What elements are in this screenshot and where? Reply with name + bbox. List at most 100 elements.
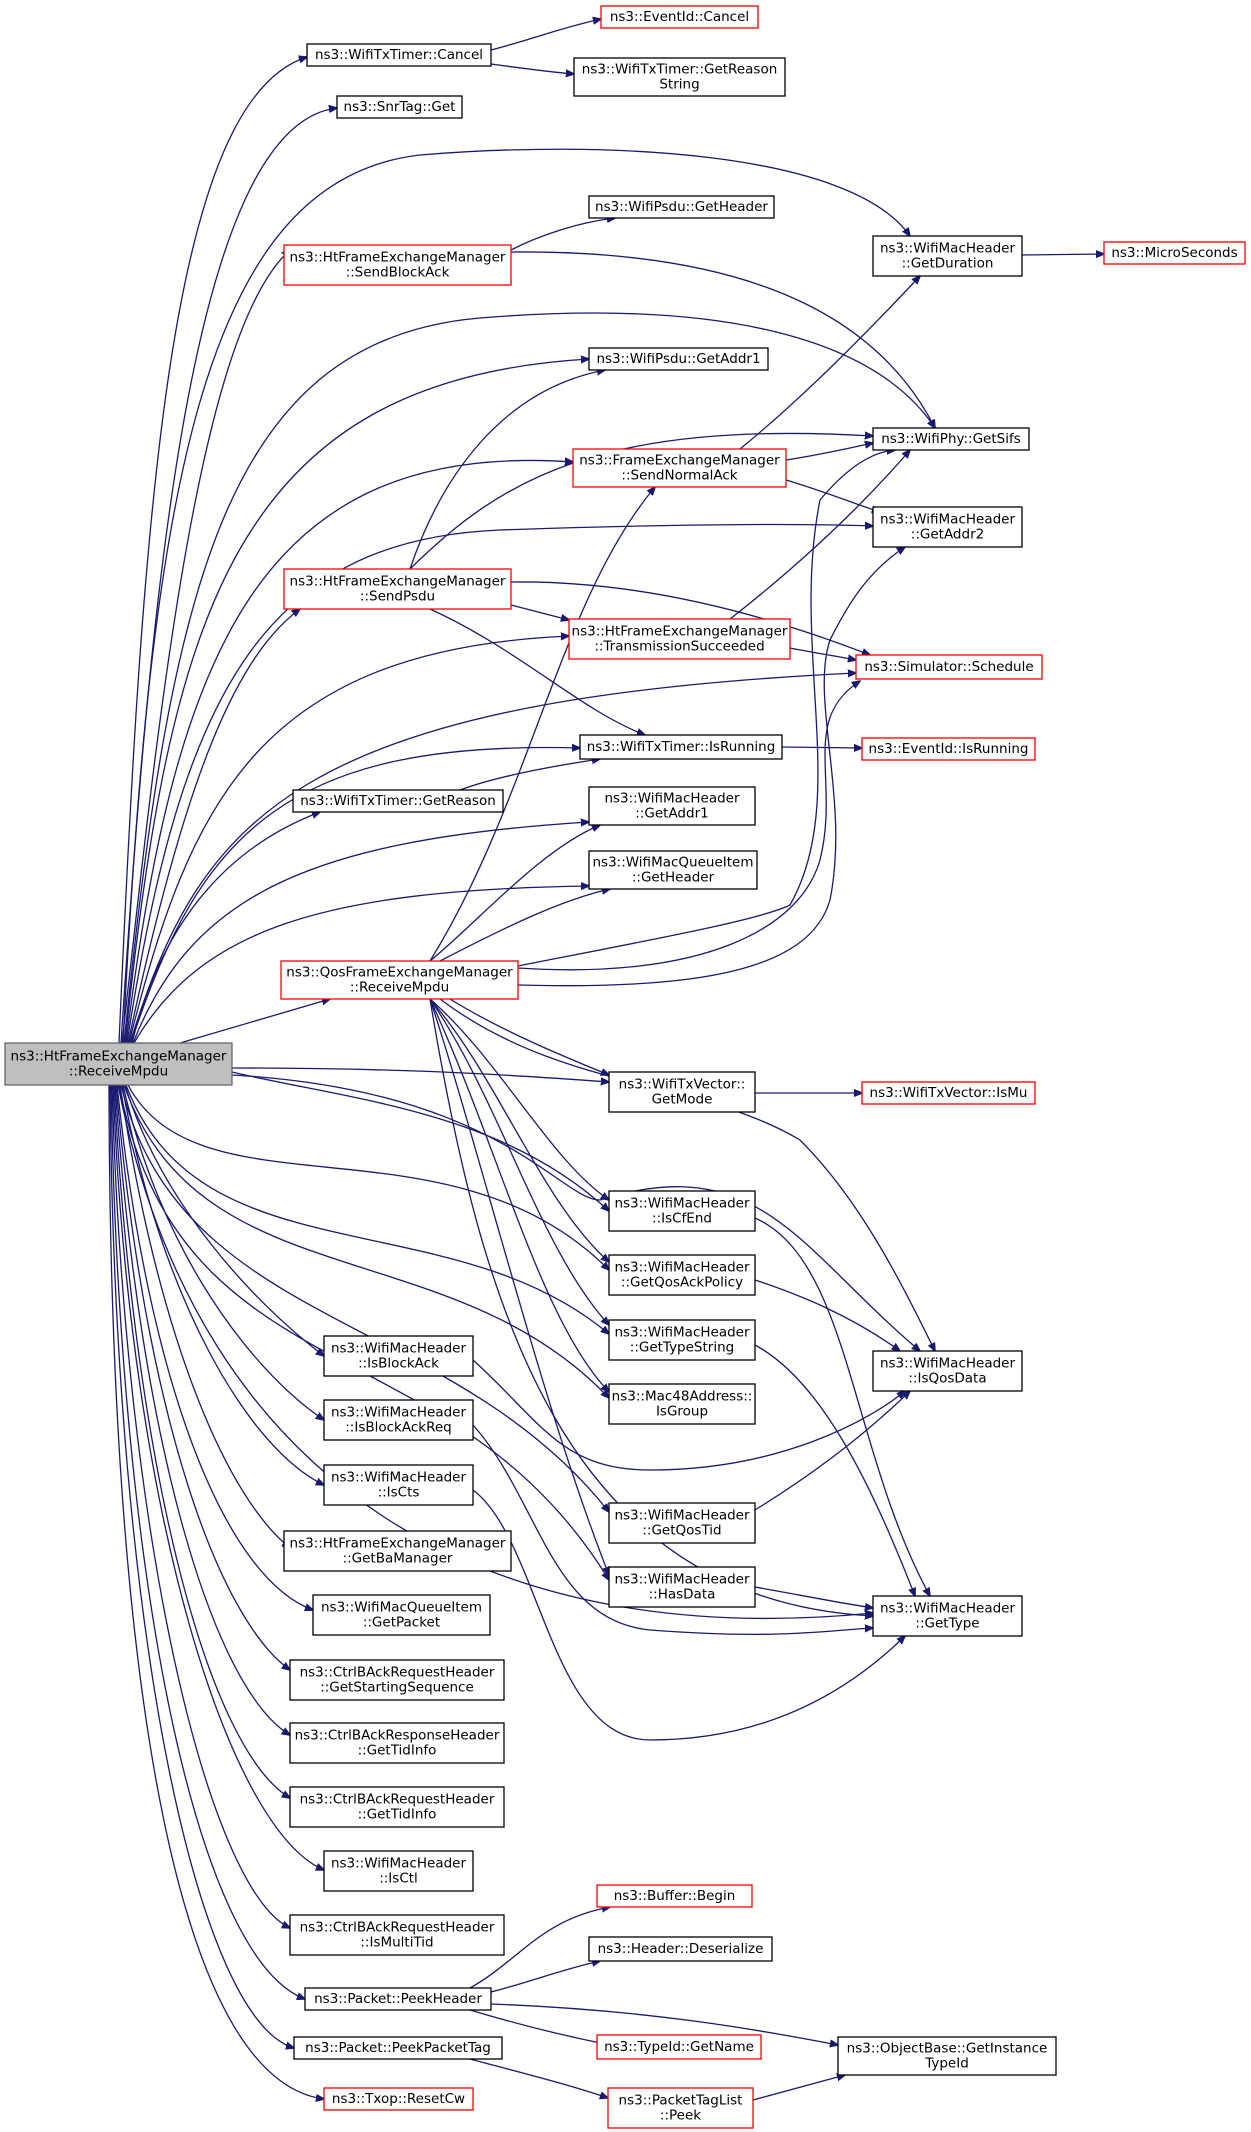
node-label: ::ReceiveMpdu xyxy=(69,1064,168,1080)
node-label: ::IsBlockAckReq xyxy=(345,1420,452,1436)
node-phy_getsifs[interactable]: ns3::WifiPhy::GetSifs xyxy=(872,427,1030,451)
node-box xyxy=(608,1254,756,1296)
node-packet_peekheader[interactable]: ns3::Packet::PeekHeader xyxy=(304,1987,492,2011)
node-htfem_getbamanager[interactable]: ns3::HtFrameExchangeManager::GetBaManage… xyxy=(283,1530,512,1572)
node-label: ns3::HtFrameExchangeManager xyxy=(290,574,506,590)
edge-htfem_sendpsdu-to-htfem_txsucceeded xyxy=(510,604,569,620)
node-sim_schedule[interactable]: ns3::Simulator::Schedule xyxy=(855,654,1043,680)
edge-mac_gettypestring-to-mac_gettype xyxy=(754,1344,915,1596)
node-box xyxy=(608,1071,756,1113)
node-box xyxy=(588,195,775,219)
node-header_deserialize[interactable]: ns3::Header::Deserialize xyxy=(588,1936,773,1962)
node-mqi_getheader[interactable]: ns3::WifiMacQueueItem::GetHeader xyxy=(588,850,758,890)
edge-root-to-packet_peekpackettag xyxy=(109,1084,294,2048)
node-barh_ismultitid[interactable]: ns3::CtrlBAckRequestHeader::IsMultiTid xyxy=(289,1914,505,1956)
node-box xyxy=(861,737,1036,761)
node-snrtag_get[interactable]: ns3::SnrTag::Get xyxy=(336,95,463,119)
node-label: ns3::Txop::ResetCw xyxy=(332,2091,465,2107)
node-packettaglist_peek[interactable]: ns3::PacketTagList::Peek xyxy=(607,2087,754,2129)
node-wtt_getreason[interactable]: ns3::WifiTxTimer::GetReason xyxy=(292,789,504,813)
node-txop_resetcw[interactable]: ns3::Txop::ResetCw xyxy=(323,2087,474,2111)
node-box xyxy=(323,2087,474,2111)
edge-line xyxy=(429,487,655,962)
node-wtt_isrunning[interactable]: ns3::WifiTxTimer::IsRunning xyxy=(579,734,783,760)
node-box xyxy=(289,1914,505,1956)
node-mac_getaddr2[interactable]: ns3::WifiMacHeader::GetAddr2 xyxy=(872,506,1023,548)
node-box xyxy=(608,1383,756,1425)
node-microseconds[interactable]: ns3::MicroSeconds xyxy=(1103,241,1246,265)
node-box xyxy=(872,427,1030,451)
edge-line xyxy=(429,998,609,1575)
node-mac_gettypestring[interactable]: ns3::WifiMacHeader::GetTypeString xyxy=(608,1319,756,1361)
node-packet_peekpackettag[interactable]: ns3::Packet::PeekPacketTag xyxy=(293,2036,503,2060)
node-barsp_gettidinfo[interactable]: ns3::CtrlBAckResponseHeader::GetTidInfo xyxy=(289,1722,505,1764)
node-mac_iscfend[interactable]: ns3::WifiMacHeader::IsCfEnd xyxy=(608,1190,756,1232)
node-qosfem_receivempdu[interactable]: ns3::QosFrameExchangeManager::ReceiveMpd… xyxy=(280,960,519,1000)
node-mac_isblockack[interactable]: ns3::WifiMacHeader::IsBlockAck xyxy=(323,1335,474,1377)
node-label: ::GetTypeString xyxy=(630,1340,734,1356)
node-box xyxy=(283,1530,512,1572)
edge-qosfem_receivempdu-to-mac_gettypestring xyxy=(429,998,609,1325)
node-txv_ismu[interactable]: ns3::WifiTxVector::IsMu xyxy=(861,1081,1036,1105)
node-txv_getmode[interactable]: ns3::WifiTxVector::GetMode xyxy=(608,1071,756,1113)
node-label: String xyxy=(659,77,699,93)
node-psdu_getheader[interactable]: ns3::WifiPsdu::GetHeader xyxy=(588,195,775,219)
edge-root-to-mac_isctl xyxy=(112,1084,324,1870)
node-label: ns3::WifiMacHeader xyxy=(614,1572,750,1588)
node-mac_hasdata[interactable]: ns3::WifiMacHeader::HasData xyxy=(608,1566,756,1608)
node-htfem_txsucceeded[interactable]: ns3::HtFrameExchangeManager::Transmissio… xyxy=(568,618,791,660)
edge-line xyxy=(459,759,600,791)
edge-root-to-mac_getaddr2 xyxy=(126,525,873,1044)
node-mac_gettype[interactable]: ns3::WifiMacHeader::GetType xyxy=(872,1595,1023,1637)
edge-htfem_txsucceeded-to-phy_getsifs xyxy=(729,450,910,620)
edge-line xyxy=(131,812,320,1044)
node-mac_getqostid[interactable]: ns3::WifiMacHeader::GetQosTid xyxy=(608,1502,756,1544)
node-htfem_sendblockack[interactable]: ns3::HtFrameExchangeManager::SendBlockAc… xyxy=(283,244,512,286)
node-label: ::GetQosAckPolicy xyxy=(621,1275,743,1291)
node-mac_isqosdata[interactable]: ns3::WifiMacHeader::IsQosData xyxy=(872,1350,1023,1392)
node-wtt_cancel[interactable]: ns3::WifiTxTimer::Cancel xyxy=(306,43,492,67)
edge-line xyxy=(112,1084,324,1870)
node-htfem_sendpsdu[interactable]: ns3::HtFrameExchangeManager::SendPsdu xyxy=(283,568,512,610)
edge-root-to-mqi_getpacket xyxy=(116,1084,313,1610)
node-eventid_isrunning[interactable]: ns3::EventId::IsRunning xyxy=(861,737,1036,761)
node-mac48_isgroup[interactable]: ns3::Mac48Address::IsGroup xyxy=(608,1383,756,1425)
node-psdu_getaddr1[interactable]: ns3::WifiPsdu::GetAddr1 xyxy=(588,347,769,371)
node-barh_gettidinfo[interactable]: ns3::CtrlBAckRequestHeader::GetTidInfo xyxy=(289,1786,505,1828)
node-box xyxy=(323,1464,474,1506)
node-label: ns3::WifiMacHeader xyxy=(880,512,1016,528)
node-eventid_cancel[interactable]: ns3::EventId::Cancel xyxy=(600,5,759,29)
edge-line xyxy=(754,1279,900,1351)
edge-mac_isblockackreq-to-mac_gettype xyxy=(472,1424,873,1636)
edge-root-to-mac_getqostid xyxy=(120,1084,609,1512)
node-box xyxy=(600,5,759,29)
edge-line xyxy=(517,450,895,967)
node-label: ::IsCts xyxy=(378,1485,420,1501)
edge-line xyxy=(729,450,910,620)
edge-fem_sendnormalack-to-mac_getaddr2 xyxy=(785,479,880,512)
node-mac_isctl[interactable]: ns3::WifiMacHeader::IsCtl xyxy=(323,1850,474,1892)
node-mac_getaddr1[interactable]: ns3::WifiMacHeader::GetAddr1 xyxy=(588,786,756,826)
node-typeid_getname[interactable]: ns3::TypeId::GetName xyxy=(596,2034,762,2060)
edge-qosfem_receivempdu-to-mac48_isgroup xyxy=(429,998,609,1392)
node-box xyxy=(588,850,758,890)
node-mac_iscts[interactable]: ns3::WifiMacHeader::IsCts xyxy=(323,1464,474,1506)
node-fem_sendnormalack[interactable]: ns3::FrameExchangeManager::SendNormalAck xyxy=(572,448,787,488)
edge-root-to-wtt_isrunning xyxy=(130,748,580,1044)
edge-htfem_sendpsdu-to-wtt_isrunning xyxy=(429,608,645,735)
node-mqi_getpacket[interactable]: ns3::WifiMacQueueItem::GetPacket xyxy=(312,1594,491,1636)
node-mac_getduration[interactable]: ns3::WifiMacHeader::GetDuration xyxy=(872,235,1023,277)
node-label: ns3::Simulator::Schedule xyxy=(864,659,1033,675)
node-box xyxy=(596,2034,762,2060)
node-buffer_begin[interactable]: ns3::Buffer::Begin xyxy=(596,1884,753,1908)
edge-line xyxy=(517,547,905,987)
node-mac_getqosackpolicy[interactable]: ns3::WifiMacHeader::GetQosAckPolicy xyxy=(608,1254,756,1296)
node-mac_isblockackreq[interactable]: ns3::WifiMacHeader::IsBlockAckReq xyxy=(323,1399,474,1441)
node-label: IsGroup xyxy=(656,1404,708,1420)
node-barh_getstartseq[interactable]: ns3::CtrlBAckRequestHeader::GetStartingS… xyxy=(289,1659,505,1701)
edge-root-to-packet_peekheader xyxy=(110,1084,305,1999)
edge-root-to-sim_schedule xyxy=(129,673,856,1044)
edge-line xyxy=(118,57,307,1044)
